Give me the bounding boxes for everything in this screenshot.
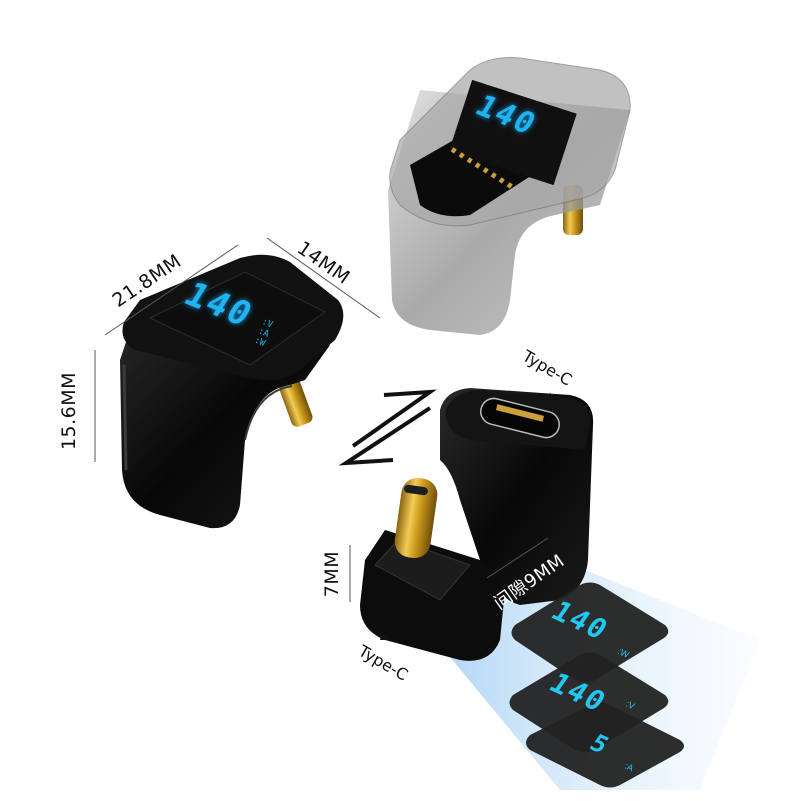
display-layer-a [526,702,684,788]
transparent-adapter [388,57,631,335]
rotation-arrows-icon [338,389,437,466]
black-adapter-left [120,254,344,529]
dimension-height-label: 15.6MM [58,371,81,451]
display-layer-w [511,582,669,683]
port-marker-icon [380,632,392,640]
black-adapter-bottom [360,388,594,661]
dimension-lines [94,237,549,602]
dimension-base-label: 7MM [321,550,344,598]
port-marker-icon [548,393,560,402]
